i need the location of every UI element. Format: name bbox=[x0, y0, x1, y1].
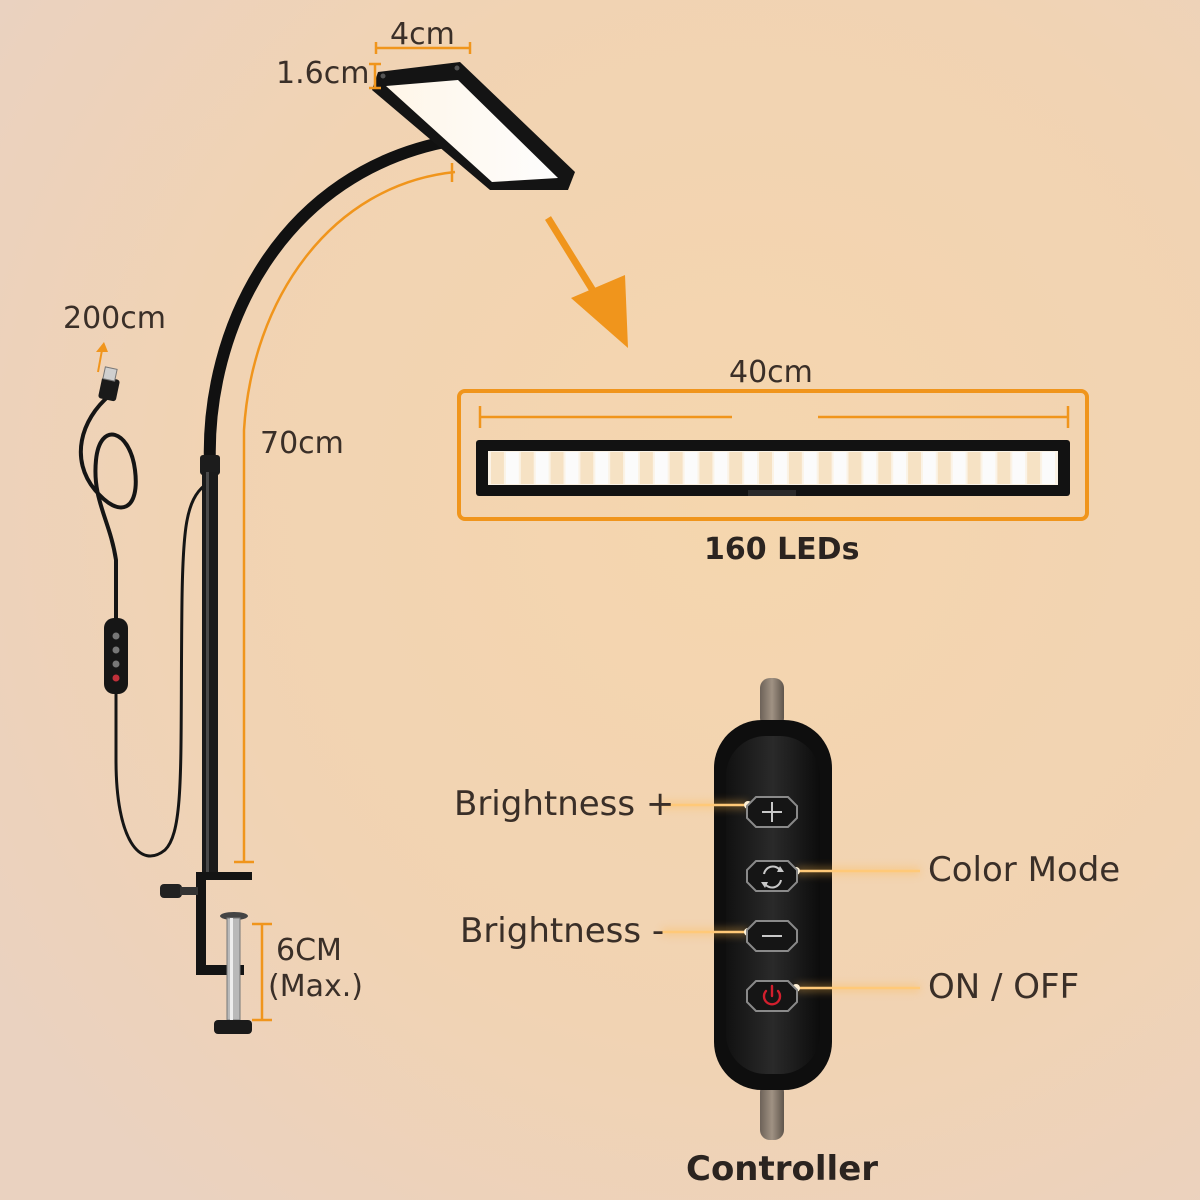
led-count-caption: 160 LEDs bbox=[704, 532, 860, 567]
led-segment bbox=[625, 452, 638, 484]
pole-collar bbox=[200, 455, 220, 475]
inline-switch bbox=[104, 618, 128, 694]
led-segment bbox=[818, 452, 832, 484]
led-segment bbox=[669, 452, 683, 484]
dimension-lines bbox=[234, 42, 472, 1022]
led-cells bbox=[491, 452, 1055, 484]
arrow-to-bar bbox=[545, 216, 628, 348]
led-segment bbox=[774, 452, 787, 484]
color-cycle-icon bbox=[761, 865, 784, 889]
bar-length-label: 40cm bbox=[729, 355, 813, 390]
led-segment bbox=[729, 452, 743, 484]
led-segment bbox=[788, 452, 802, 484]
led-segment bbox=[893, 452, 907, 484]
led-segment bbox=[922, 452, 936, 484]
led-segment bbox=[684, 452, 698, 484]
brightness-down-button[interactable] bbox=[746, 920, 798, 952]
led-segment bbox=[759, 452, 772, 484]
power-icon bbox=[762, 984, 782, 1006]
led-segment bbox=[535, 452, 549, 484]
head-width-label: 4cm bbox=[390, 17, 455, 52]
led-segment bbox=[654, 452, 668, 484]
plus-icon bbox=[762, 802, 782, 822]
brightness-down-label: Brightness - bbox=[460, 911, 665, 951]
usb-cable bbox=[78, 393, 207, 858]
gooseneck bbox=[203, 134, 461, 471]
cable-length-arrow bbox=[96, 342, 108, 373]
cable-length-label: 200cm bbox=[63, 301, 166, 336]
led-segment bbox=[580, 452, 594, 484]
led-segment bbox=[1027, 452, 1041, 484]
controller-cable-top bbox=[760, 678, 784, 728]
led-segment bbox=[937, 452, 951, 484]
led-segment bbox=[997, 452, 1011, 484]
led-segment bbox=[1042, 452, 1055, 484]
color-mode-button[interactable] bbox=[746, 860, 798, 892]
led-segment bbox=[848, 452, 862, 484]
led-bar bbox=[476, 440, 1070, 496]
color-mode-label: Color Mode bbox=[928, 850, 1121, 890]
led-segment bbox=[610, 452, 624, 484]
led-segment bbox=[803, 452, 817, 484]
led-segment bbox=[744, 452, 758, 484]
led-segment bbox=[550, 452, 564, 484]
desk-clamp bbox=[160, 872, 252, 1034]
led-segment bbox=[699, 452, 713, 484]
led-segment bbox=[982, 452, 996, 484]
clamp-max-note: (Max.) bbox=[268, 969, 363, 1004]
led-segment bbox=[491, 452, 504, 484]
pole bbox=[202, 472, 218, 872]
power-label: ON / OFF bbox=[928, 967, 1080, 1007]
led-segment bbox=[565, 452, 579, 484]
led-segment bbox=[639, 452, 653, 484]
controller-caption: Controller bbox=[686, 1149, 879, 1189]
usb-plug-icon bbox=[98, 366, 120, 402]
lamp-head bbox=[372, 62, 575, 190]
brightness-up-button[interactable] bbox=[746, 796, 798, 828]
led-segment bbox=[833, 452, 847, 484]
brightness-up-label: Brightness + bbox=[454, 784, 675, 824]
led-segment bbox=[520, 452, 534, 484]
clamp-max-label: 6CM bbox=[276, 933, 342, 968]
led-bar-frame bbox=[457, 389, 1089, 521]
led-segment bbox=[952, 452, 966, 484]
led-segment bbox=[908, 452, 921, 484]
power-button[interactable] bbox=[746, 980, 798, 1012]
arm-length-label: 70cm bbox=[260, 426, 344, 461]
led-segment bbox=[878, 452, 892, 484]
led-segment bbox=[1012, 452, 1026, 484]
led-segment bbox=[967, 452, 981, 484]
lamp-arm bbox=[200, 134, 461, 872]
head-height-label: 1.6cm bbox=[276, 56, 370, 91]
led-segment bbox=[595, 452, 609, 484]
led-segment bbox=[714, 452, 728, 484]
led-segment bbox=[505, 452, 519, 484]
led-segment bbox=[863, 452, 877, 484]
controller bbox=[714, 678, 832, 1140]
controller-cable-bottom bbox=[760, 1082, 784, 1140]
